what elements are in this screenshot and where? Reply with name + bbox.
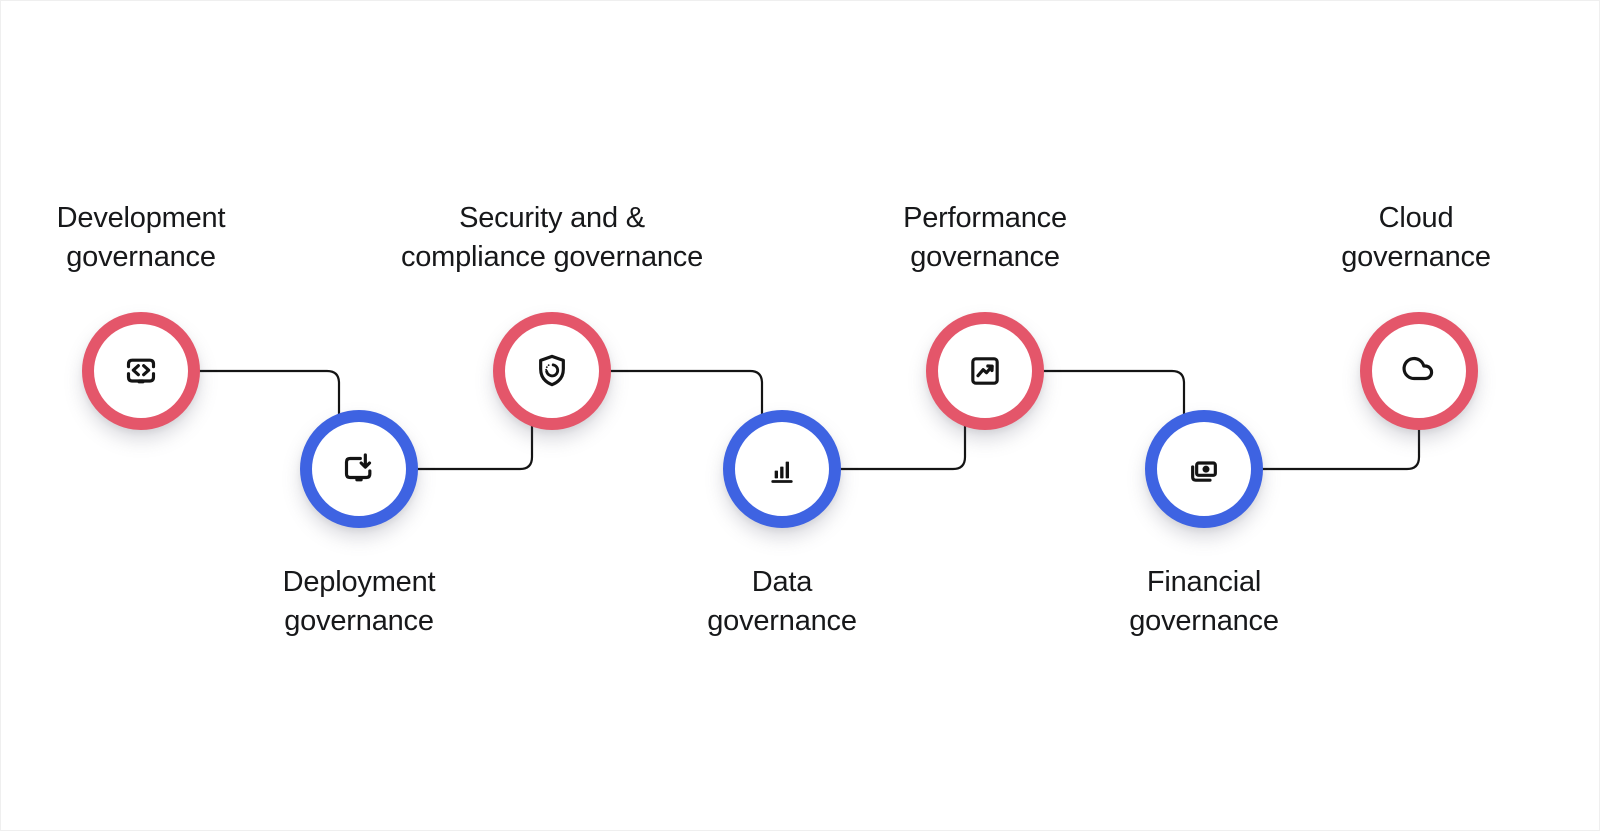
shield-sync-icon <box>539 354 565 387</box>
trend-chart-icon <box>971 357 999 385</box>
node-label-deployment-governance: Deployment governance <box>282 566 436 637</box>
node-financial-governance <box>1145 410 1263 528</box>
code-screen-icon <box>126 358 156 384</box>
node-label-data-governance: Data governance <box>707 566 857 637</box>
node-ring <box>1360 312 1478 430</box>
node-label-security-compliance-governance: Security and & compliance governance <box>400 202 704 273</box>
banknote-icon <box>1191 461 1217 482</box>
connector-segment <box>780 369 967 471</box>
node-performance-governance <box>926 312 1044 430</box>
node-ring <box>493 312 611 430</box>
node-label-performance-governance: Performance governance <box>903 202 1067 273</box>
node-cloud-governance <box>1360 312 1478 430</box>
node-label-cloud-governance: Cloud governance <box>1341 202 1491 273</box>
node-label-financial-governance: Financial governance <box>1129 566 1279 637</box>
node-ring <box>723 410 841 528</box>
node-ring <box>1145 410 1263 528</box>
connector-segment <box>550 369 764 471</box>
node-development-governance <box>82 312 200 430</box>
node-ring <box>82 312 200 430</box>
node-label-development-governance: Development governance <box>56 202 226 273</box>
cloud-icon <box>1402 356 1434 381</box>
node-security-compliance-governance <box>493 312 611 430</box>
bar-chart-icon <box>771 461 793 483</box>
connector-segment <box>139 369 341 471</box>
connector-segment <box>357 369 534 471</box>
connector-segment <box>1202 374 1421 471</box>
node-ring <box>300 410 418 528</box>
deploy-monitor-download-icon <box>344 453 372 482</box>
node-data-governance <box>723 410 841 528</box>
node-deployment-governance <box>300 410 418 528</box>
connector-segment <box>983 369 1186 471</box>
node-ring <box>926 312 1044 430</box>
